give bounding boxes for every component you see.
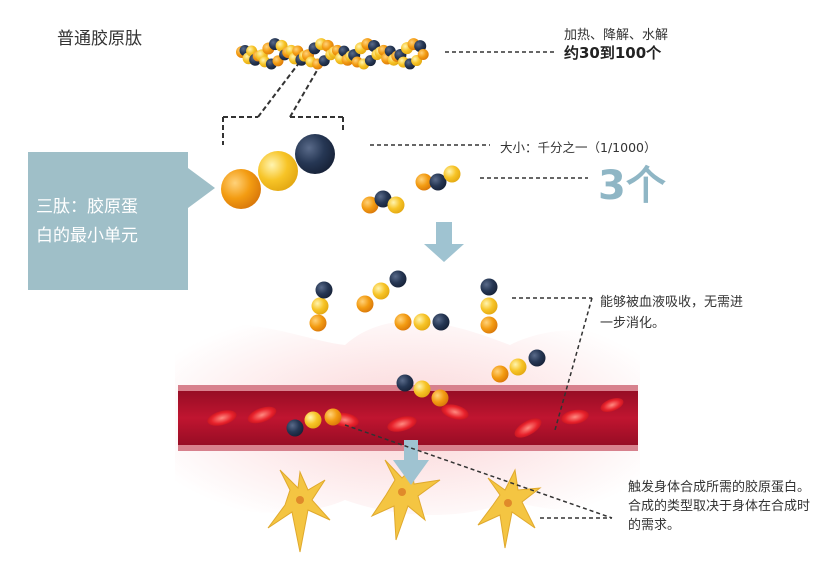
amino-acid-bead [480,278,498,296]
amino-acid-bead [491,365,509,383]
amino-acid-bead [413,380,431,398]
leader-lines [344,51,613,519]
size-note: 大小：千分之一（1/1000） [500,140,657,155]
amino-acid-bead [480,297,498,315]
tripeptide-count: 3个 [598,163,666,209]
callout-text: 三肽：胶原蛋 白的最小单元 [36,193,182,251]
amino-acid-bead [309,314,327,332]
page-title: 普通胶原肽 [57,29,142,49]
absorption-note: 能够被血液吸收，无需进一步消化。 [600,295,744,331]
amino-acid-bead [432,313,450,331]
peptide-count-note: 约30到100个 [564,44,662,62]
amino-acid-bead [394,313,412,331]
amino-acid-bead [396,374,414,392]
amino-acid-bead [431,389,449,407]
synthesis-note: 触发身体合成所需的胶原蛋白。合成的类型取决于身体在合成时的需求。 [628,480,811,533]
amino-acid-bead [528,349,546,367]
amino-acid-bead [315,281,333,299]
callout-line-2: 白的最小单元 [36,226,138,246]
red-blood-cells [207,398,624,438]
amino-acid-bead [509,358,527,376]
amino-acid-bead [286,419,304,437]
amino-acid-bead [361,196,379,214]
process-note: 加热、降解、水解 [564,28,669,43]
down-arrow-icon [393,440,429,485]
amino-acid-bead [304,411,322,429]
amino-acid-bead [429,173,447,191]
tripeptide-callout [28,152,215,290]
amino-acid-bead [311,297,329,315]
callout-line-1: 三肽：胶原蛋 [36,197,138,217]
amino-acid-bead [295,134,335,174]
amino-acid-bead [389,270,407,288]
amino-acid-bead [356,295,374,313]
fibroblast-cells [267,459,542,553]
down-arrow-icon [424,222,464,262]
amino-acid-bead [413,313,431,331]
amino-acid-bead [480,316,498,334]
amino-acid-bead [372,282,390,300]
amino-acid-beads [221,38,546,437]
amino-acid-bead [417,48,429,60]
amino-acid-bead [374,190,392,208]
amino-acid-bead [415,173,433,191]
amino-acid-bead [387,196,405,214]
amino-acid-bead [324,408,342,426]
amino-acid-bead [221,169,261,209]
amino-acid-bead [443,165,461,183]
zoom-bracket [222,54,344,145]
amino-acid-bead [258,151,298,191]
